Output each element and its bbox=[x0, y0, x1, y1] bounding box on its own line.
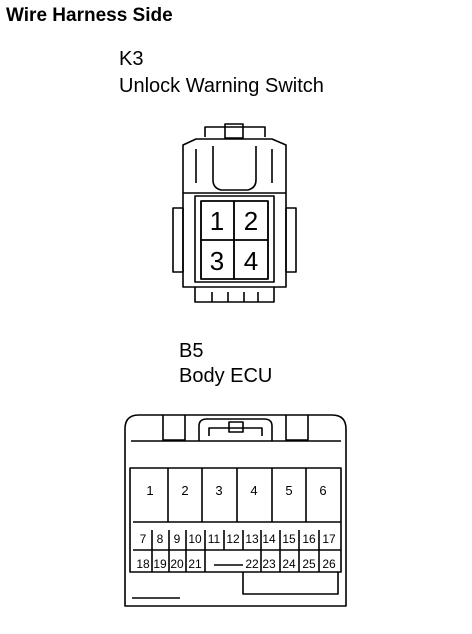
k3-pin-4: 4 bbox=[244, 246, 258, 276]
b5-pin-19: 19 bbox=[153, 557, 167, 571]
b5-pin-6: 6 bbox=[319, 483, 326, 498]
b5-pin-23: 23 bbox=[262, 557, 276, 571]
b5-pin-20: 20 bbox=[170, 557, 184, 571]
b5-pin-15: 15 bbox=[282, 532, 296, 546]
b5-top-row-grid bbox=[133, 468, 341, 523]
b5-pin-25: 25 bbox=[302, 557, 316, 571]
b5-pin-7: 7 bbox=[140, 532, 147, 546]
k3-connector-name: Unlock Warning Switch bbox=[119, 75, 324, 97]
b5-pin-17: 17 bbox=[322, 532, 336, 546]
b5-pin-1: 1 bbox=[146, 483, 153, 498]
k3-connector-code: K3 bbox=[119, 48, 144, 70]
b5-connector-outline bbox=[124, 414, 347, 607]
b5-pin-26: 26 bbox=[322, 557, 336, 571]
b5-pin-3: 3 bbox=[215, 483, 222, 498]
page-title: Wire Harness Side bbox=[6, 5, 173, 26]
b5-pin-13: 13 bbox=[245, 532, 259, 546]
b5-connector-name: Body ECU bbox=[179, 365, 273, 387]
b5-pin-21: 21 bbox=[188, 557, 202, 571]
b5-pin-8: 8 bbox=[157, 532, 164, 546]
b5-pin-16: 16 bbox=[302, 532, 316, 546]
b5-pin-24: 24 bbox=[282, 557, 296, 571]
b5-pin-14: 14 bbox=[262, 532, 276, 546]
b5-pin-11: 11 bbox=[208, 532, 221, 546]
b5-pin-10: 10 bbox=[188, 532, 202, 546]
b5-connector-code: B5 bbox=[179, 340, 204, 362]
b5-pin-12: 12 bbox=[226, 532, 240, 546]
k3-pin-1: 1 bbox=[210, 206, 224, 236]
b5-lower-row-grid bbox=[133, 530, 341, 572]
b5-pin-22: 22 bbox=[245, 557, 259, 571]
b5-pin-18: 18 bbox=[136, 557, 150, 571]
k3-pin-3: 3 bbox=[210, 246, 224, 276]
b5-pin-4: 4 bbox=[250, 483, 257, 498]
b5-pin-2: 2 bbox=[181, 483, 188, 498]
b5-pin-5: 5 bbox=[285, 483, 292, 498]
k3-pin-2: 2 bbox=[244, 206, 258, 236]
b5-pin-9: 9 bbox=[174, 532, 181, 546]
k3-pin-grid bbox=[200, 200, 269, 280]
